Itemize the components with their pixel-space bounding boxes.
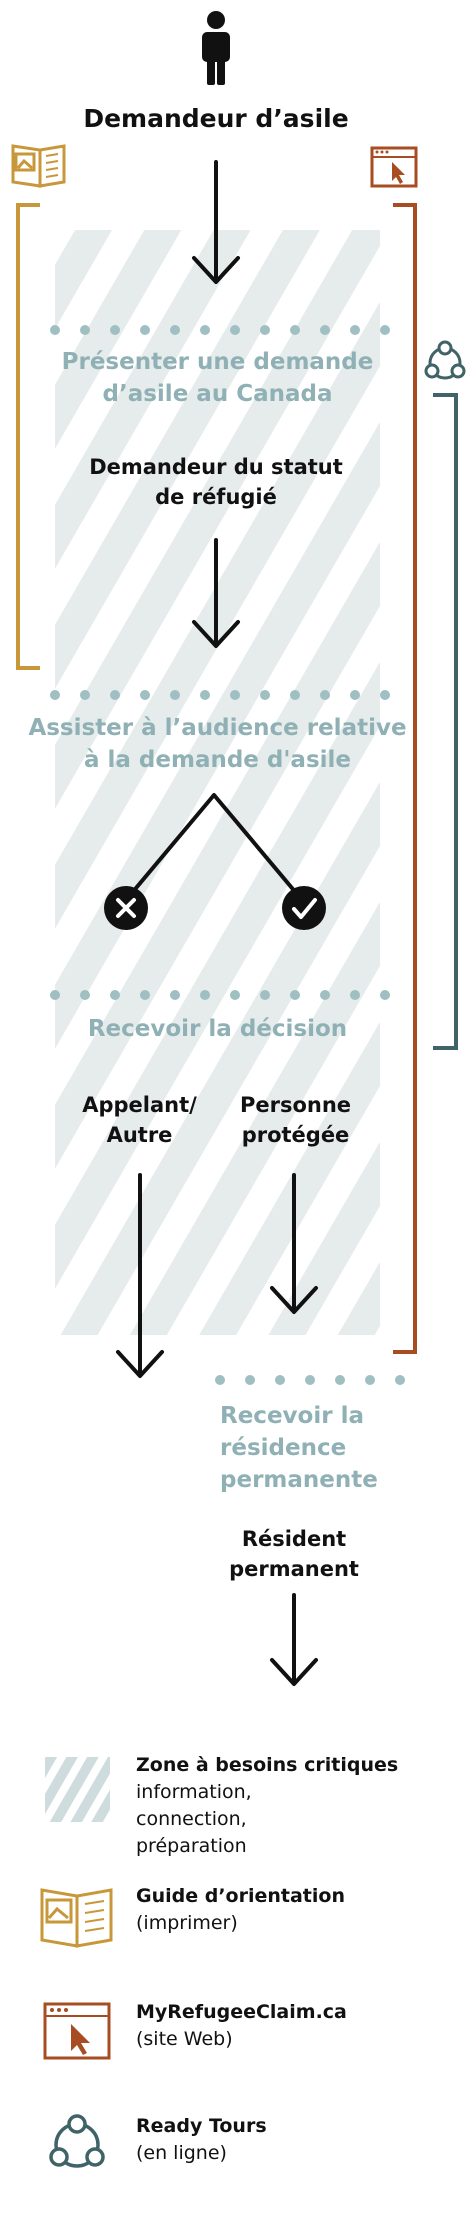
stage-claimant-status: Demandeur du statut de réfugié bbox=[89, 455, 343, 509]
check-circle-icon bbox=[282, 886, 326, 930]
critical-needs-zone bbox=[55, 230, 380, 1335]
outcome-protected: Personne protégée bbox=[239, 1093, 352, 1147]
x-circle-icon bbox=[104, 886, 148, 930]
legend-item-guide: Guide d’orientation (imprimer) bbox=[136, 1883, 456, 1937]
ready-tours-icon bbox=[424, 340, 466, 380]
guide-book-icon bbox=[11, 144, 66, 188]
legend-line: (en ligne) bbox=[136, 2142, 227, 2164]
outcome-appellant: Appelant/ Autre bbox=[82, 1093, 197, 1147]
legend-title: Zone à besoins critiques bbox=[136, 1754, 399, 1776]
dotted-separator-1 bbox=[50, 325, 390, 335]
hatched-zone-icon bbox=[45, 1757, 110, 1822]
legend-line: (site Web) bbox=[136, 2028, 233, 2050]
guide-book-icon bbox=[40, 1888, 113, 1948]
legend-item-website: MyRefugeeClaim.ca (site Web) bbox=[136, 1999, 456, 2053]
person-icon bbox=[202, 11, 230, 85]
dotted-separator-3 bbox=[50, 990, 390, 1000]
ready-tours-icon bbox=[49, 2114, 105, 2168]
legend-item-ready-tours: Ready Tours (en ligne) bbox=[136, 2113, 456, 2167]
stage-permanent-resident: Résident permanent bbox=[229, 1527, 359, 1581]
legend-title: MyRefugeeClaim.ca bbox=[136, 2001, 347, 2023]
arrow-down-appellant bbox=[116, 1173, 164, 1378]
website-bracket bbox=[393, 203, 417, 1354]
ready-tours-bracket bbox=[433, 393, 458, 1050]
arrow-down-1 bbox=[192, 160, 240, 284]
arrow-down-final bbox=[270, 1593, 318, 1686]
stage-hearing: Assister à l’audience relative à la dema… bbox=[28, 715, 407, 773]
stage-receive-pr: Recevoir la résidence permanente bbox=[220, 1403, 378, 1493]
branch-lines bbox=[124, 793, 304, 902]
legend-line: (imprimer) bbox=[136, 1912, 238, 1934]
legend-title: Guide d’orientation bbox=[136, 1885, 345, 1907]
legend-item-critical-zone: Zone à besoins critiques information, co… bbox=[136, 1752, 456, 1860]
arrow-down-protected bbox=[270, 1173, 318, 1314]
legend-line: connection, bbox=[136, 1808, 247, 1830]
page-title: Demandeur d’asile bbox=[83, 104, 349, 133]
arrow-down-2 bbox=[192, 538, 240, 648]
dotted-separator-2 bbox=[50, 690, 390, 700]
website-icon bbox=[43, 2002, 111, 2060]
stage-present-claim: Présenter une demande d’asile au Canada bbox=[61, 349, 374, 407]
legend-title: Ready Tours bbox=[136, 2115, 267, 2137]
website-icon bbox=[370, 146, 418, 188]
legend-line: information, bbox=[136, 1781, 252, 1803]
guide-bracket bbox=[16, 203, 40, 670]
stage-decision: Recevoir la décision bbox=[87, 1016, 348, 1042]
legend-line: préparation bbox=[136, 1835, 247, 1857]
dotted-separator-4 bbox=[215, 1375, 405, 1385]
